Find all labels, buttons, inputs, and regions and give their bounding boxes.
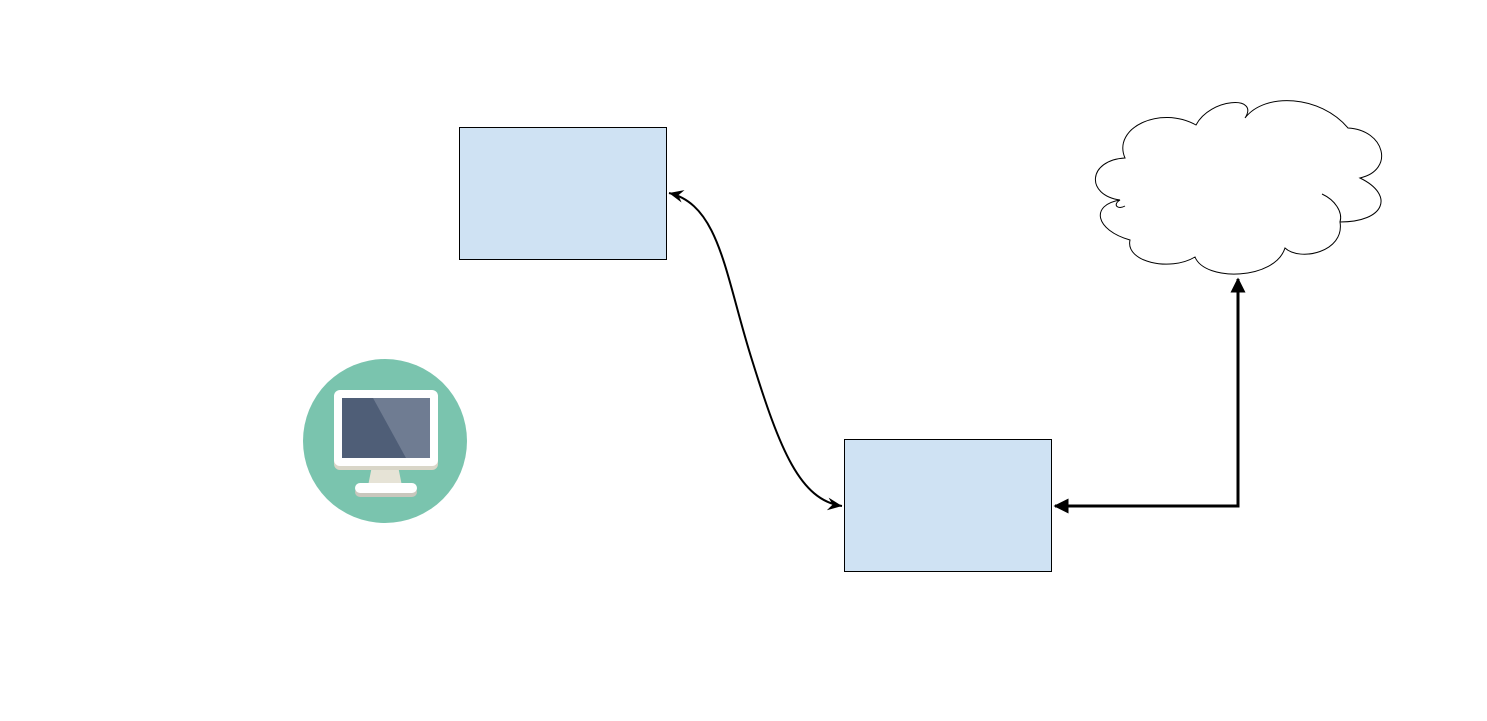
box-bottom-shape (844, 439, 1052, 572)
cloud[interactable] (1094, 100, 1383, 275)
edge-box-bottom-cloud[interactable] (1053, 277, 1246, 514)
box-bottom[interactable] (844, 439, 1052, 572)
monitor-stand (368, 466, 402, 486)
cloud-inner-curve-2 (1321, 193, 1342, 223)
edge-box-top-box-bottom[interactable] (668, 190, 843, 511)
monitor-base (355, 483, 417, 493)
box-top[interactable] (459, 127, 667, 260)
cloud-inner-curve-1 (1115, 199, 1126, 208)
computer-monitor-icon[interactable] (303, 359, 467, 523)
cloud-shape (1094, 100, 1383, 275)
monitor-screen-glare (373, 398, 430, 458)
box-top-shape (459, 127, 667, 260)
